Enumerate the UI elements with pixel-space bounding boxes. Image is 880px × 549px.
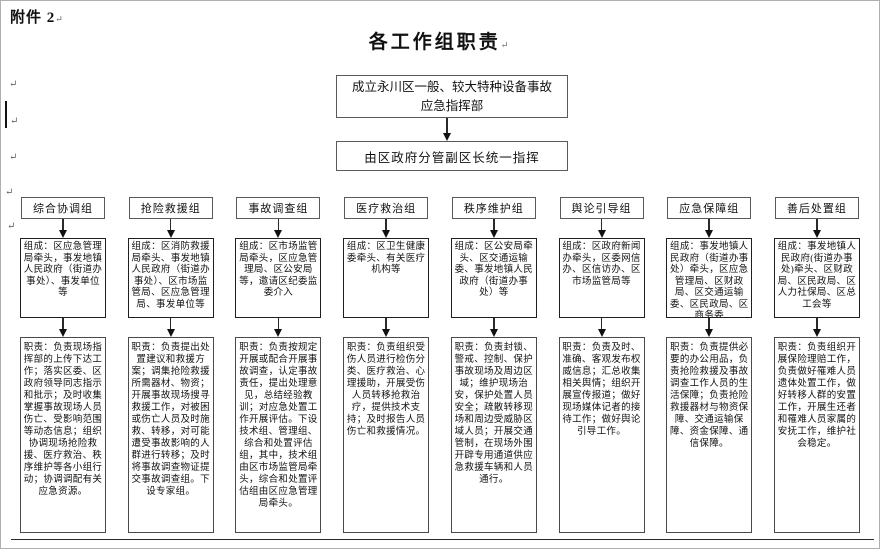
- flow-arrow: [443, 118, 451, 141]
- flow-arrow: [166, 318, 175, 337]
- pilcrow-mark: ↵: [9, 152, 18, 163]
- group-column-investigation: 事故调查组 组成：区市场监管局牵头，区应急管理局、区公安局等，邀请区纪委监委介入…: [226, 197, 330, 533]
- flow-arrow: [705, 219, 714, 238]
- command-box: 由区政府分管副区长统一指挥: [336, 141, 568, 171]
- attachment-label: 附件 2↵: [10, 10, 64, 26]
- flow-arrow: [489, 219, 498, 238]
- flow-arrow: [489, 318, 498, 337]
- group-column-order: 秩序维护组 组成：区公安局牵头、区交通运输委、事发地镇人民政府（街道办事处）等 …: [442, 197, 546, 533]
- group-name-box: 综合协调组: [21, 197, 105, 219]
- flow-arrow: [59, 318, 67, 337]
- flow-arrow: [812, 318, 821, 337]
- duties-box: 职责：负责提供必要的办公用品，负责抢险救援及事故调查工作人员的生活保障；负责抢险…: [666, 337, 753, 533]
- flow-arrow: [59, 219, 67, 238]
- flow-arrow: [382, 318, 391, 337]
- duties-box: 职责：负责封锁、警戒、控制、保护事故现场及周边区域；维护现场治安，保护处置人员安…: [450, 337, 537, 533]
- group-name-box: 应急保障组: [667, 197, 752, 219]
- group-name-box: 秩序维护组: [451, 197, 536, 219]
- pilcrow-mark: ↵: [500, 40, 512, 50]
- group-columns: 综合协调组 组成：区应急管理局牵头，事发地镇人民政府（街道办事处）、事发单位等 …: [11, 197, 869, 533]
- group-name-box: 舆论引导组: [559, 197, 644, 219]
- composition-box: 组成：区市场监管局牵头，区应急管理局、区公安局等，邀请区纪委监委介入: [235, 238, 322, 318]
- group-name-box: 医疗救治组: [344, 197, 429, 219]
- group-name-box: 抢险救援组: [128, 197, 213, 219]
- duties-box: 职责：负责及时、准确、客观发布权威信息；汇总收集相关舆情；组织开展宣传报道；做好…: [558, 337, 645, 533]
- duties-box: 职责：负责提出处置建议和救援方案；调集抢险救援所需器材、物资；开展事故现场搜寻救…: [127, 337, 214, 533]
- text-cursor: [5, 101, 7, 128]
- flow-arrow: [274, 219, 283, 238]
- group-column-logistics: 应急保障组 组成：事发地镇人民政府（街道办事处）牵头，区应急管理局、区财政局、区…: [657, 197, 761, 533]
- composition-box: 组成：区卫生健康委牵头、有关医疗机构等: [343, 238, 430, 318]
- flow-arrow: [382, 219, 391, 238]
- pilcrow-mark: ↵: [7, 221, 16, 232]
- duties-box: 职责：负责按规定开展或配合开展事故调查，认定事故责任，提出处理意见，总结经验教训…: [235, 337, 322, 533]
- pilcrow-mark: ↵: [5, 187, 14, 198]
- composition-box: 组成：区公安局牵头、区交通运输委、事发地镇人民政府（街道办事处）等: [450, 238, 537, 318]
- headquarters-box-label: 成立永川区一般、较大特种设备事故应急指挥部: [351, 80, 552, 113]
- group-column-coordination: 综合协调组 组成：区应急管理局牵头，事发地镇人民政府（街道办事处）、事发单位等 …: [11, 197, 115, 533]
- flow-arrow: [597, 219, 606, 238]
- duties-box: 职责：负责组织开展保险理赔工作，负责做好罹难人员遗体处置工作，做好转移人群的安置…: [773, 337, 860, 533]
- composition-box: 组成：事发地镇人民政府（街道办事处）牵头，区应急管理局、区财政局、区交通运输委、…: [666, 238, 753, 318]
- flow-arrow: [812, 219, 821, 238]
- composition-box: 组成：区应急管理局牵头，事发地镇人民政府（街道办事处）、事发单位等: [20, 238, 106, 318]
- composition-box: 组成：区消防救援局牵头、事发地镇人民政府（街道办事处）、区市场监管局、区应急管理…: [127, 238, 214, 318]
- command-box-label: 由区政府分管副区长统一指挥: [364, 150, 540, 165]
- group-column-aftermath: 善后处置组 组成：事发地镇人民政府(街道办事处)牵头、区财政局、区民政局、区人力…: [765, 197, 869, 533]
- group-name-box: 善后处置组: [774, 197, 859, 219]
- group-column-publicity: 舆论引导组 组成：区政府新闻办牵头，区委网信办、区信访办、区市场监管局等 职责：…: [550, 197, 654, 533]
- group-name-box: 事故调查组: [236, 197, 321, 219]
- duties-box: 职责：负责组织受伤人员进行检伤分类、医疗救治、心理援助，开展受伤人员转移抢救治疗…: [343, 337, 430, 533]
- pilcrow-mark: ↵: [9, 79, 18, 90]
- flow-arrow: [166, 219, 175, 238]
- page-title: 各工作组职责↵: [368, 32, 512, 53]
- group-column-medical: 医疗救治组 组成：区卫生健康委牵头、有关医疗机构等 职责：负责组织受伤人员进行检…: [334, 197, 438, 533]
- composition-box: 组成：事发地镇人民政府(街道办事处)牵头、区财政局、区民政局、区人力社保局、区总…: [773, 238, 860, 318]
- flow-arrow: [274, 318, 283, 337]
- flow-arrow: [597, 318, 606, 337]
- flow-arrow: [705, 318, 714, 337]
- group-column-rescue: 抢险救援组 组成：区消防救援局牵头、事发地镇人民政府（街道办事处）、区市场监管局…: [119, 197, 223, 533]
- pilcrow-mark: ↵: [55, 14, 64, 24]
- pilcrow-mark: ↵: [10, 116, 19, 127]
- bottom-rule: [11, 539, 874, 540]
- composition-box: 组成：区政府新闻办牵头，区委网信办、区信访办、区市场监管局等: [558, 238, 645, 318]
- headquarters-box: 成立永川区一般、较大特种设备事故应急指挥部: [336, 75, 568, 118]
- duties-box: 职责：负责现场指挥部的上传下达工作；落实区委、区政府领导同志指示和批示；及时收集…: [20, 337, 106, 533]
